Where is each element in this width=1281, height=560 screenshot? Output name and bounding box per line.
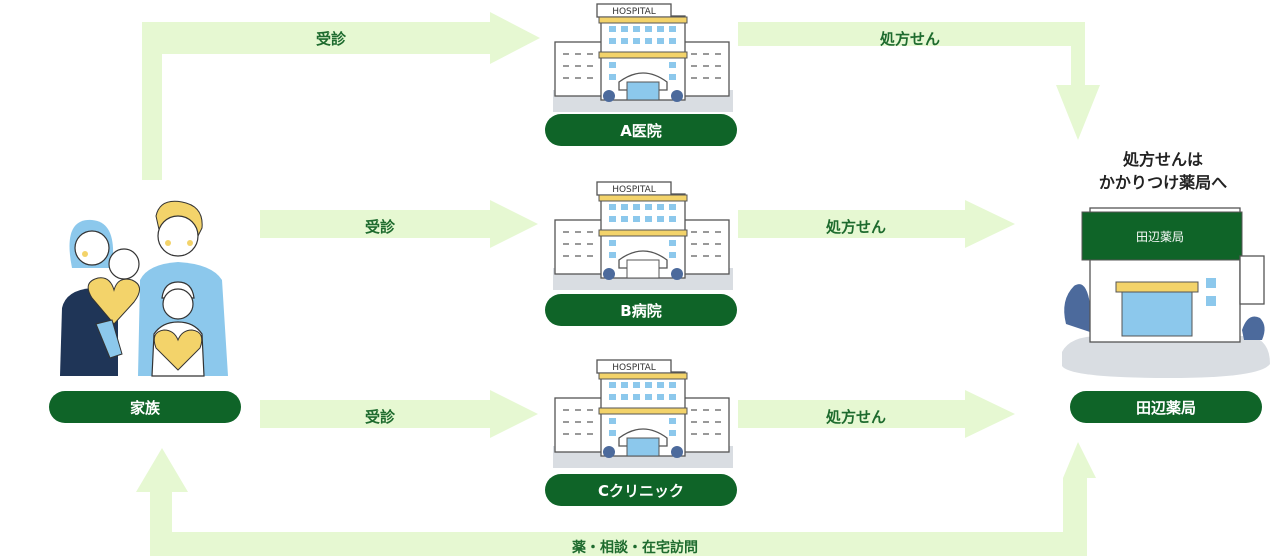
label-mid-consult: 受診 xyxy=(365,218,396,236)
hospital-sign: HOSPITAL xyxy=(612,363,656,373)
label-top-consult: 受診 xyxy=(316,30,347,48)
label-top-prescription: 処方せん xyxy=(880,30,941,48)
arrow-b-hospital-to-pharmacy xyxy=(738,200,1015,248)
callout-line-1: 処方せんは xyxy=(1122,150,1203,169)
callout-line-2: かかりつけ薬局へ xyxy=(1098,173,1228,192)
label-mid-prescription: 処方せん xyxy=(826,218,887,236)
arrow-pharmacy-to-family xyxy=(136,442,1096,556)
hospital-a-illustration: HOSPITAL xyxy=(553,3,733,112)
hospital-c-illustration: HOSPITAL xyxy=(553,359,733,468)
label-bottom-return: 薬・相談・在宅訪問 xyxy=(572,540,698,556)
family-name[interactable]: 家族 xyxy=(49,391,241,423)
hospital-b-illustration: HOSPITAL xyxy=(553,181,733,290)
pharmacy-callout: 処方せんは かかりつけ薬局へ xyxy=(1088,148,1238,194)
pharmacy-illustration: 田辺薬局 xyxy=(1062,207,1270,378)
hospital-sign: HOSPITAL xyxy=(612,185,656,195)
arrow-family-to-b-hospital xyxy=(260,200,538,248)
label-low-consult: 受診 xyxy=(365,408,396,426)
arrow-family-to-a-clinic xyxy=(142,12,540,180)
hospital-sign: HOSPITAL xyxy=(612,7,656,17)
label-low-prescription: 処方せん xyxy=(826,408,887,426)
hospital-b-name[interactable]: B病院 xyxy=(545,294,737,326)
hospital-c-name[interactable]: Cクリニック xyxy=(545,474,737,506)
family-illustration xyxy=(60,200,228,377)
arrow-a-clinic-to-pharmacy xyxy=(738,22,1100,140)
arrow-c-clinic-to-pharmacy xyxy=(738,390,1015,438)
arrow-family-to-c-clinic xyxy=(260,390,538,438)
pharmacy-sign: 田辺薬局 xyxy=(1136,230,1184,244)
hospital-a-name[interactable]: A医院 xyxy=(545,114,737,146)
pharmacy-name[interactable]: 田辺薬局 xyxy=(1070,391,1262,423)
